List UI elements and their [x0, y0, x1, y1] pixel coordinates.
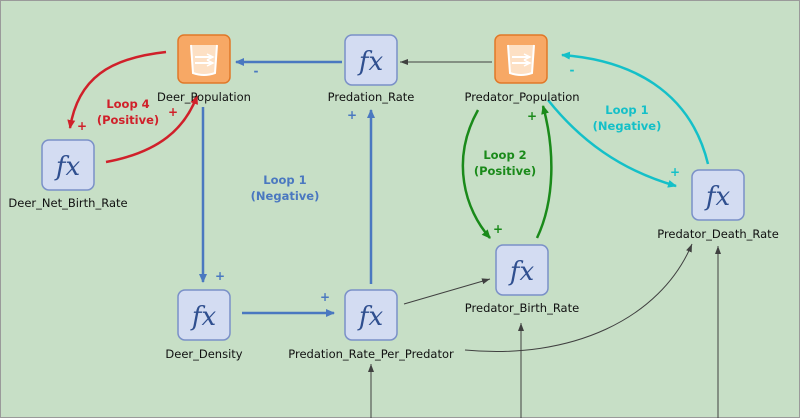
label-predation-rate: Predation_Rate — [327, 90, 415, 104]
link-predator-population-to-predator-birth-rate — [461, 109, 491, 239]
sign-plus-predation-rate: + — [346, 108, 358, 122]
node-predator-birth-rate[interactable]: fx — [495, 244, 549, 296]
node-deer-density[interactable]: fx — [177, 289, 231, 341]
loop-1-left-label: Loop 1 (Negative) — [251, 172, 320, 204]
loop-2-label: Loop 2 (Positive) — [474, 147, 536, 179]
sign-minus-predator-population-cyan: - — [569, 63, 575, 77]
label-deer-net-birth-rate: Deer_Net_Birth_Rate — [8, 196, 128, 210]
label-deer-population: Deer_Population — [157, 90, 251, 104]
node-deer-population[interactable] — [177, 34, 231, 84]
fx-icon: fx — [704, 182, 731, 212]
stock-icon — [507, 44, 535, 76]
sign-plus-deer-density: + — [214, 269, 226, 283]
label-deer-density: Deer_Density — [165, 347, 243, 361]
link-predator-population-to-predator-death-rate — [547, 99, 677, 188]
node-predation-rate-per-predator[interactable]: fx — [344, 289, 398, 341]
fx-icon: fx — [357, 47, 384, 77]
link-predator-death-rate-to-predator-population — [561, 51, 710, 165]
loop-1-right-title: Loop 1 — [605, 103, 649, 117]
stock-icon — [190, 44, 218, 76]
link-deer-net-birth-rate-to-deer-population — [105, 95, 199, 164]
sign-minus-deer-population: - — [253, 64, 259, 78]
loop-4-title: Loop 4 — [106, 97, 150, 111]
sign-plus-per-predator: + — [319, 290, 331, 304]
loop-1-right-polarity: (Negative) — [592, 119, 662, 133]
sign-plus-deer-net-birth-rate: + — [76, 119, 88, 133]
loop-1-left-polarity: (Negative) — [250, 189, 320, 203]
link-predator-birth-rate-to-predator-population — [535, 105, 553, 239]
label-predator-death-rate: Predator_Death_Rate — [657, 227, 779, 241]
sign-plus-predator-birth-rate: + — [492, 222, 504, 236]
fx-icon: fx — [190, 302, 217, 332]
label-predator-birth-rate: Predator_Birth_Rate — [464, 301, 580, 315]
node-deer-net-birth-rate[interactable]: fx — [41, 139, 95, 191]
node-predator-death-rate[interactable]: fx — [691, 169, 745, 221]
loop-2-polarity: (Positive) — [473, 164, 537, 178]
link-per-predator-to-predator-death-rate — [464, 243, 693, 352]
loop-1-right-label: Loop 1 (Negative) — [593, 102, 662, 134]
loop-1-left-title: Loop 1 — [263, 173, 307, 187]
link-per-predator-to-predator-birth-rate — [403, 278, 491, 305]
loop-2-title: Loop 2 — [483, 148, 527, 162]
loop-4-label: Loop 4 (Positive) — [97, 96, 159, 128]
sign-plus-predator-death-rate: + — [669, 165, 681, 179]
fx-icon: fx — [508, 257, 535, 287]
link-deer-population-to-deer-net-birth-rate — [67, 50, 167, 129]
label-predation-rate-per-predator: Predation_Rate_Per_Predator — [288, 347, 454, 361]
sign-plus-deer-population-red: + — [167, 105, 179, 119]
node-predator-population[interactable] — [494, 34, 548, 84]
label-predator-population: Predator_Population — [464, 90, 580, 104]
fx-icon: fx — [54, 152, 81, 182]
sign-plus-predator-population-green: + — [526, 109, 538, 123]
node-predation-rate[interactable]: fx — [344, 34, 398, 86]
loop-4-polarity: (Positive) — [96, 113, 160, 127]
fx-icon: fx — [357, 302, 384, 332]
